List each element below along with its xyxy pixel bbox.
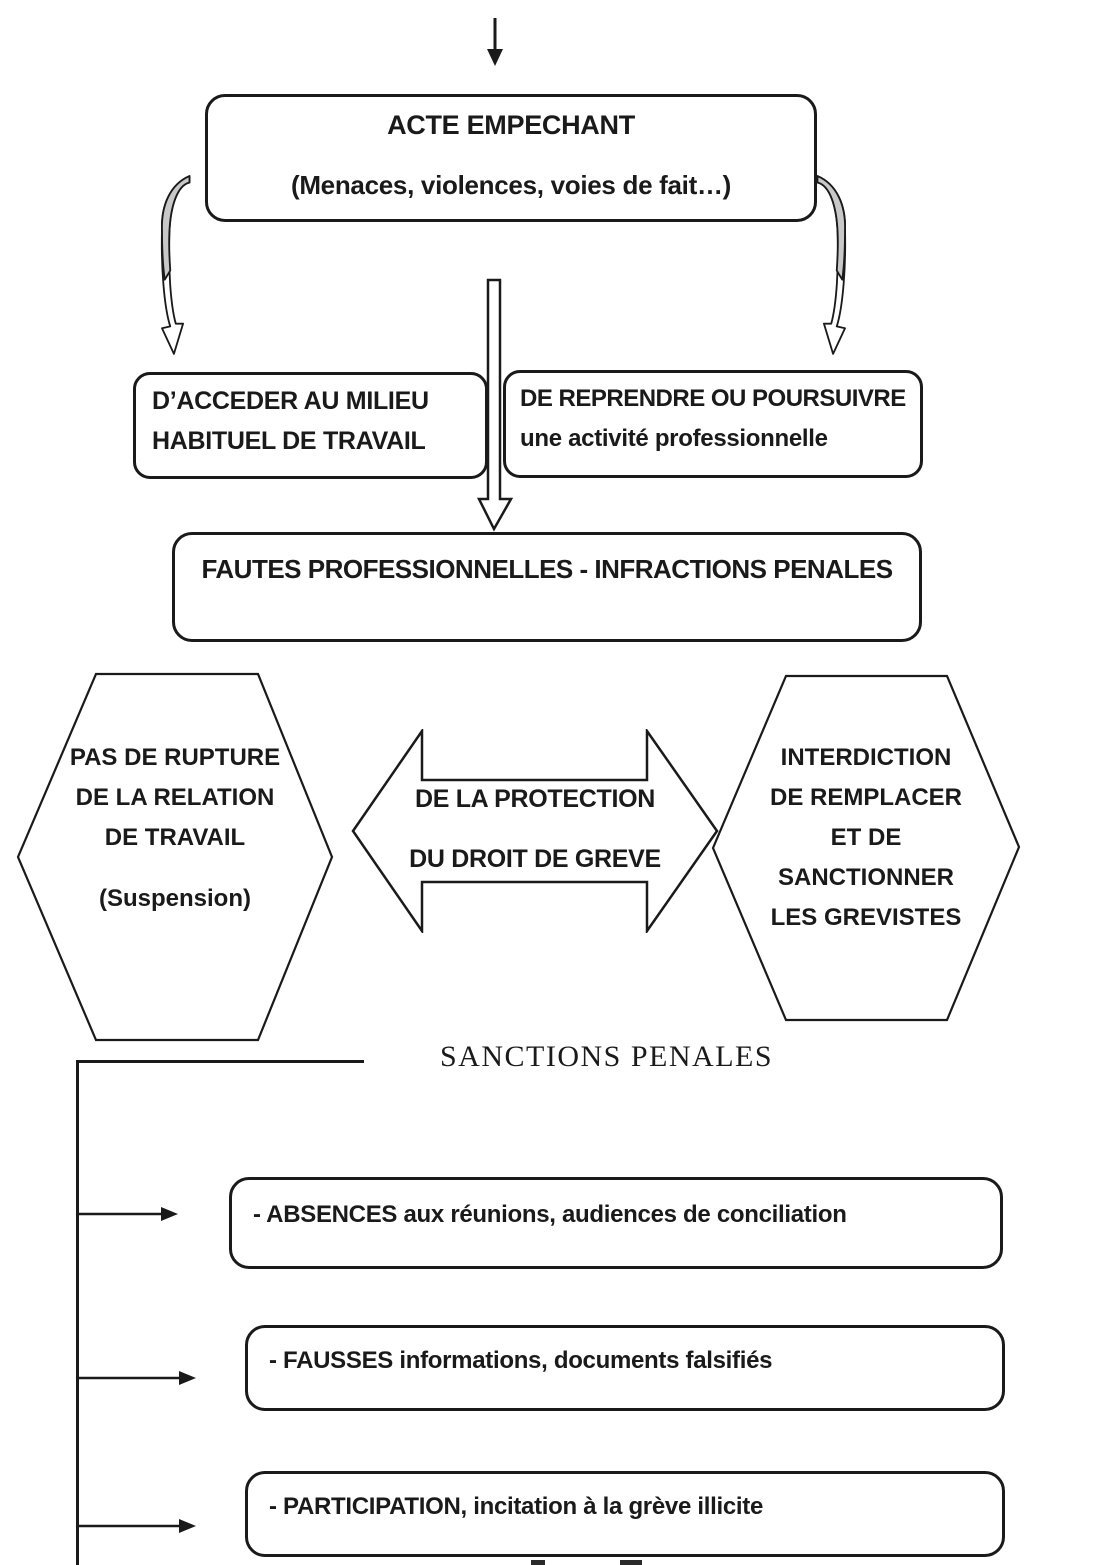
acceder-box: D’ACCEDER AU MILIEU HABITUEL DE TRAVAIL	[133, 372, 488, 479]
connector-horizontal-line	[76, 1060, 364, 1063]
right-hex-line2: DE REMPLACER	[769, 784, 962, 811]
curved-down-arrow-left-icon	[160, 175, 191, 355]
curved-down-arrow-right-icon	[816, 175, 847, 355]
right-hexagon-shape	[711, 674, 1021, 1022]
fautes-label: FAUTES PROFESSIONNELLES - INFRACTIONS PE…	[201, 554, 893, 584]
reprendre-line2: une activité professionnelle	[520, 425, 828, 452]
sanction-box-participation: - PARTICIPATION, incitation à la grève i…	[245, 1471, 1005, 1557]
down-arrow-icon	[487, 18, 503, 66]
left-hex-line2: DE LA RELATION	[75, 784, 275, 811]
right-hex-line5: LES GREVISTES	[770, 904, 962, 931]
fautes-box: FAUTES PROFESSIONNELLES - INFRACTIONS PE…	[172, 532, 922, 642]
double-arrow-shape	[351, 729, 719, 933]
cutoff-text-fragment	[531, 1560, 545, 1565]
acceder-line1: D’ACCEDER AU MILIEU	[152, 387, 429, 415]
sanctions-title: SANCTIONS PENALES	[440, 1040, 774, 1073]
branch-arrow-3-icon	[77, 1519, 196, 1533]
down-block-arrow-icon	[476, 278, 514, 532]
branch-arrow-1-icon	[77, 1207, 178, 1221]
left-hex-line3: DE TRAVAIL	[104, 824, 246, 851]
reprendre-box: DE REPRENDRE OU POURSUIVRE une activité …	[503, 370, 923, 478]
reprendre-line1: DE REPRENDRE OU POURSUIVRE	[520, 385, 906, 412]
left-hex-line1: PAS DE RUPTURE	[69, 744, 281, 771]
double-arrow-line2: DU DROIT DE GREVE	[409, 845, 661, 873]
right-hex-line3: ET DE	[830, 824, 902, 851]
acceder-line2: HABITUEL DE TRAVAIL	[152, 427, 426, 455]
connector-vertical-line	[76, 1060, 79, 1565]
cutoff-text-fragment	[620, 1560, 642, 1565]
double-arrow-line1: DE LA PROTECTION	[414, 785, 656, 813]
right-hex-line1: INTERDICTION	[780, 744, 952, 771]
sanction-box-fausses: - FAUSSES informations, documents falsif…	[245, 1325, 1005, 1411]
left-hexagon-shape	[16, 672, 334, 1042]
sanction-item-1: - ABSENCES aux réunions, audiences de co…	[253, 1201, 847, 1228]
acte-empechant-box: ACTE EMPECHANT (Menaces, violences, voie…	[205, 94, 817, 222]
left-hexagon-text: PAS DE RUPTURE DE LA RELATION DE TRAVAIL…	[15, 738, 335, 919]
left-hex-note: (Suspension)	[98, 885, 251, 912]
sanction-item-2: - FAUSSES informations, documents falsif…	[269, 1347, 773, 1374]
sanction-item-3: - PARTICIPATION, incitation à la grève i…	[269, 1493, 763, 1520]
sanction-box-absences: - ABSENCES aux réunions, audiences de co…	[229, 1177, 1003, 1269]
branch-arrow-2-icon	[77, 1371, 196, 1385]
right-hex-line4: SANCTIONNER	[777, 864, 954, 891]
acte-empechant-title: ACTE EMPECHANT	[387, 110, 635, 140]
acte-empechant-subtitle: (Menaces, violences, voies de fait…)	[290, 170, 732, 200]
right-hexagon-text: INTERDICTION DE REMPLACER ET DE SANCTION…	[710, 738, 1022, 938]
